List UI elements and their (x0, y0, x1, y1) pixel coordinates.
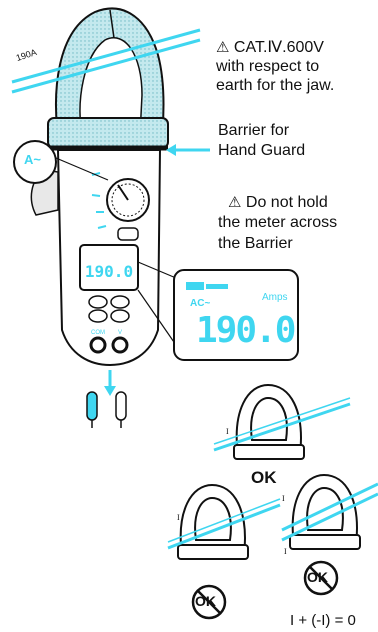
cat-rating-note-line1: ⚠ CAT.Ⅳ.600V (216, 38, 324, 58)
barrier-label-line1: Barrier for (218, 121, 289, 141)
lcd-value: 190.0 (196, 308, 294, 353)
v-jack (113, 338, 127, 352)
com-jack (91, 338, 105, 352)
current-symbol: I (226, 427, 229, 437)
barrier-label-line2: Hand Guard (218, 141, 305, 161)
svg-text:COM: COM (91, 330, 105, 336)
svg-text:V: V (118, 330, 122, 336)
prohibited-ok-label: OK (307, 569, 328, 587)
cat-rating-note-line2: with respect to (216, 57, 319, 77)
clamp-example-wrong-1 (168, 485, 280, 559)
svg-text:190.0: 190.0 (85, 262, 133, 281)
test-probe-icon (87, 392, 126, 428)
current-symbol: I (177, 513, 180, 523)
clamp-meter: 190.0 COM V (31, 9, 168, 365)
warning-note-line1: ⚠ Do not hold (228, 193, 328, 213)
function-button (118, 228, 138, 240)
clamp-example-wrong-2 (282, 475, 378, 549)
warning-note-line3: the Barrier (218, 234, 293, 254)
ok-label: OK (251, 467, 277, 488)
selector-mark: A~ (24, 152, 41, 168)
lcd-unit: Amps (262, 292, 288, 305)
current-symbol: I (282, 494, 285, 504)
hold-button (89, 296, 107, 308)
cat-rating-note-line3: earth for the jaw. (216, 76, 334, 96)
cancellation-equation: I + (-I) = 0 (290, 612, 356, 631)
warning-triangle-icon: ⚠ (228, 194, 241, 211)
current-symbol: I (284, 547, 287, 557)
warning-note-line2: the meter across (218, 213, 337, 233)
range-button (111, 296, 129, 308)
hand-guard-barrier (48, 118, 168, 148)
clamp-example-ok (214, 385, 350, 459)
warning-triangle-icon: ⚠ (216, 39, 229, 56)
prohibited-ok-label: OK (195, 593, 216, 611)
